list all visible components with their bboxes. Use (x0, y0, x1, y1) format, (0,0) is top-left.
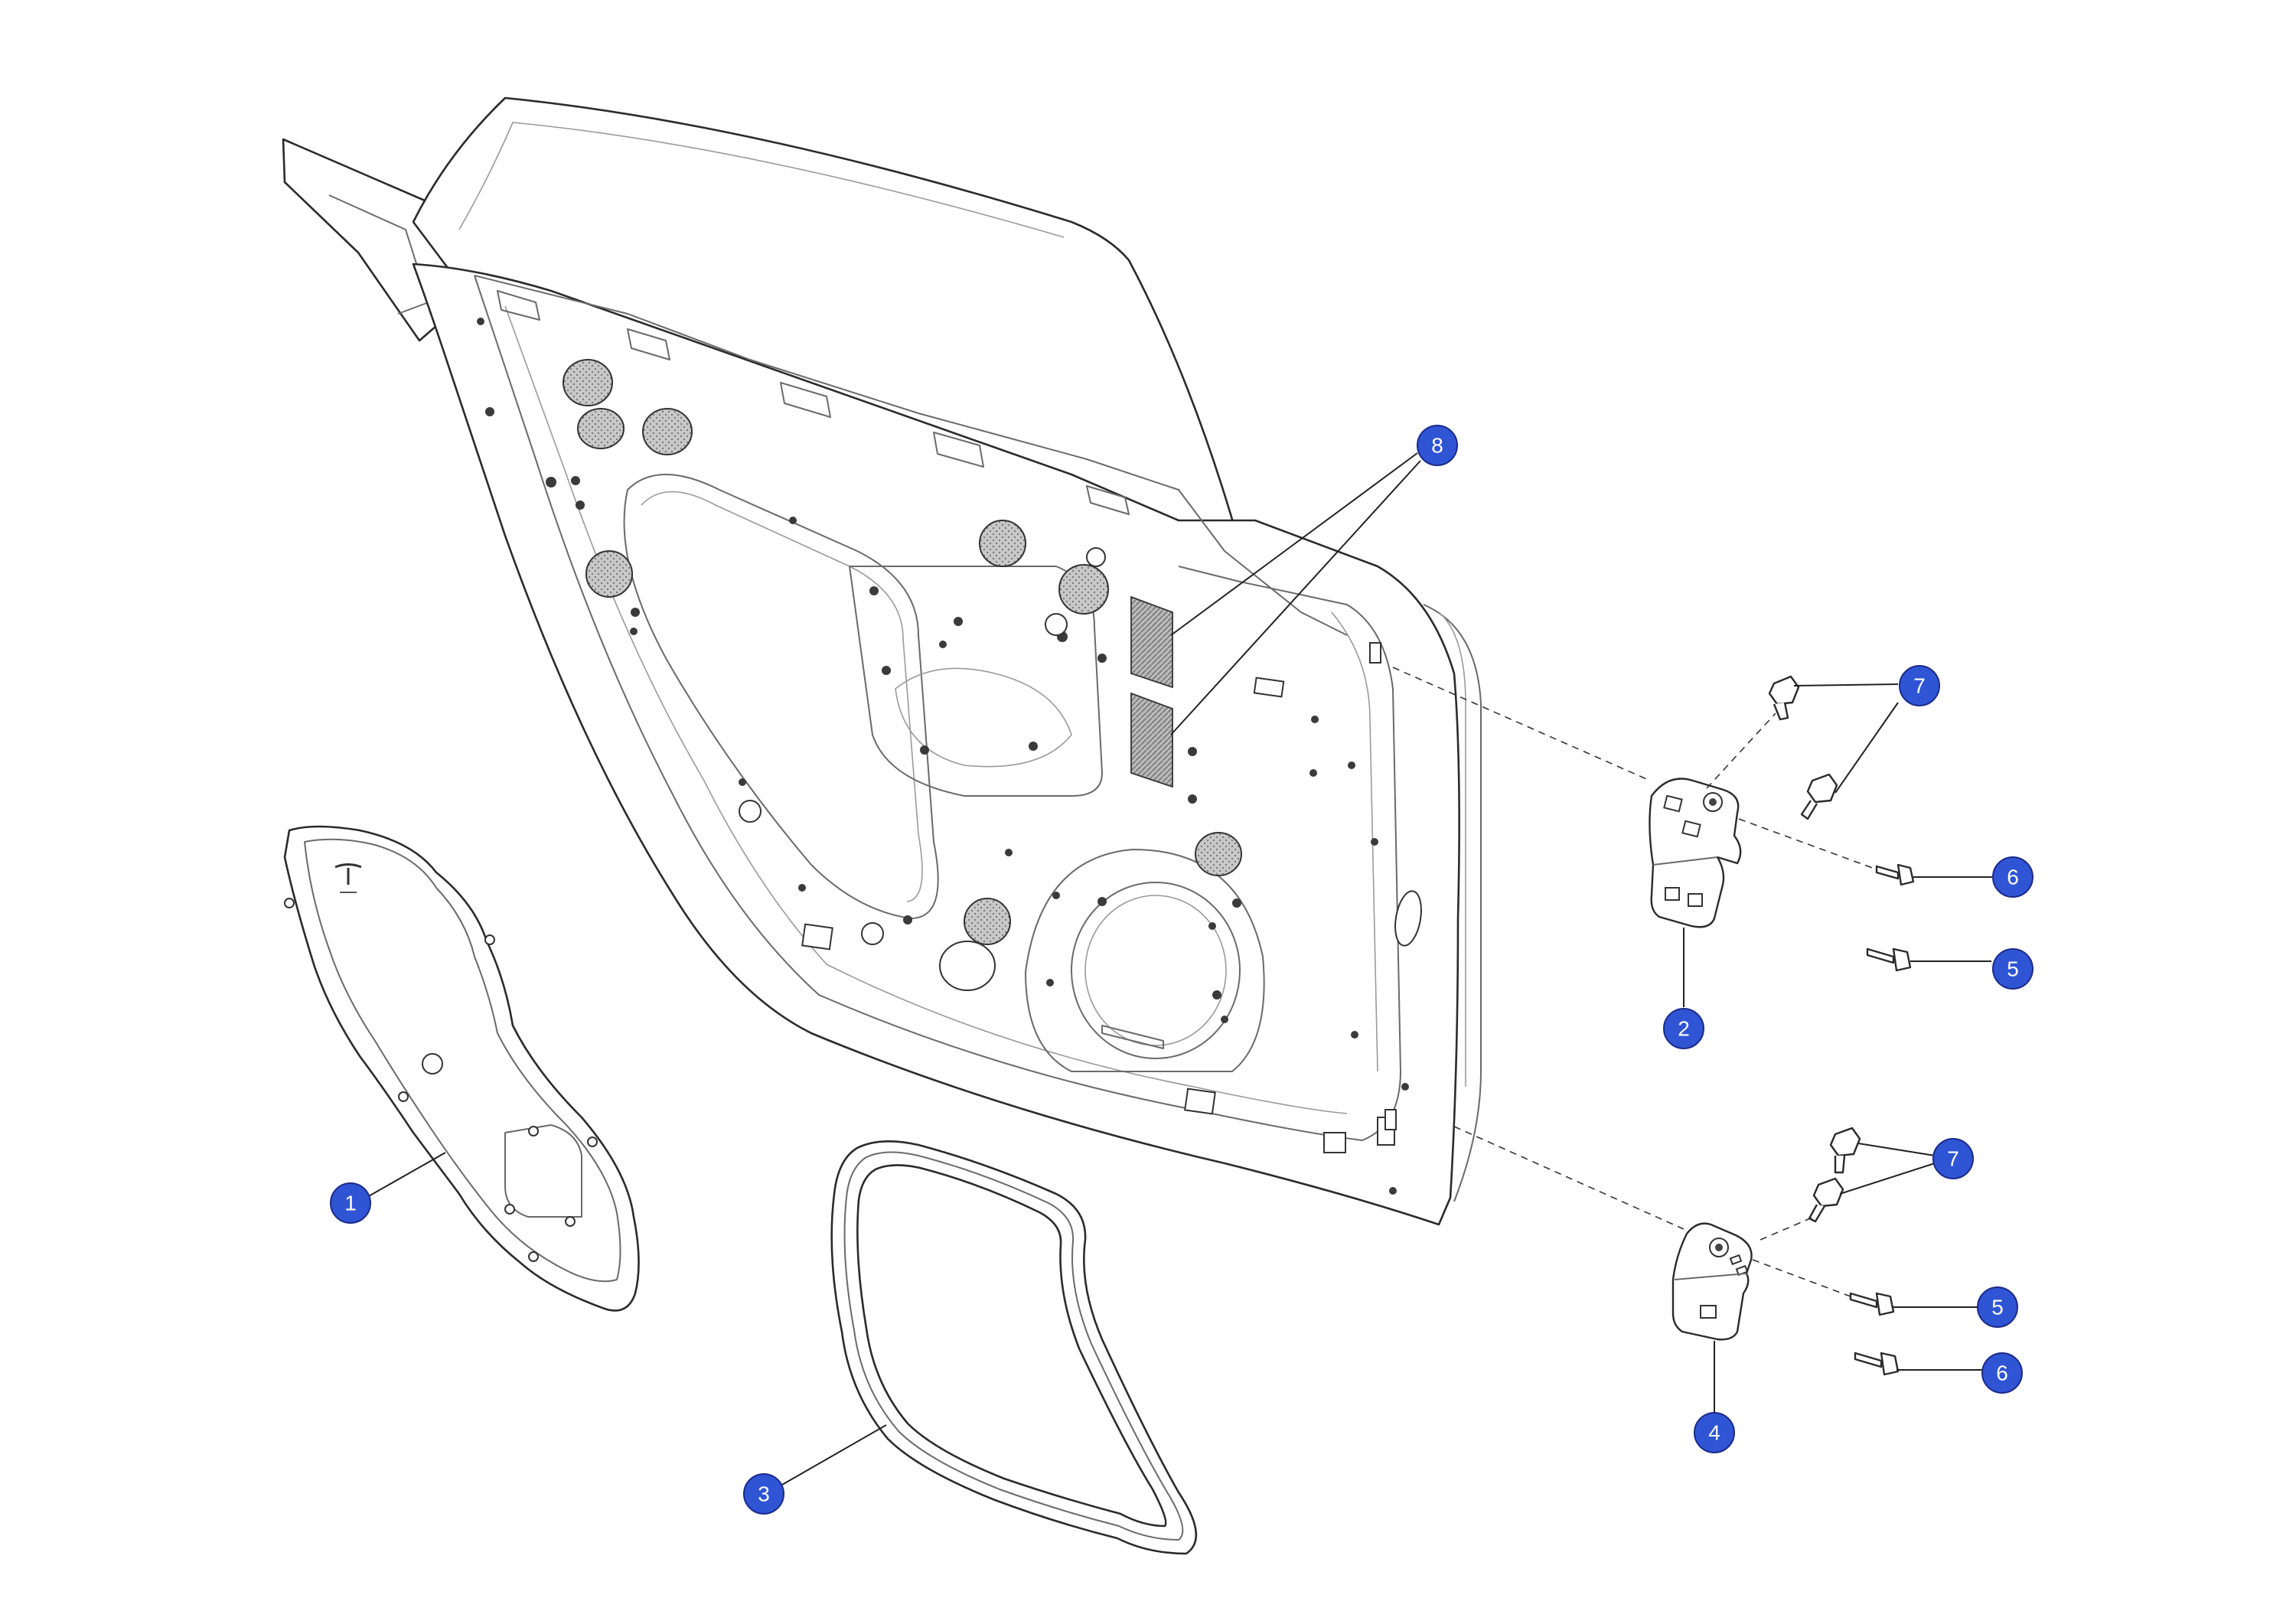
callout-label: 5 (1991, 1296, 2004, 1319)
lower-hinge-bolt-5 (1849, 1292, 1895, 1316)
callout-6a[interactable]: 6 (1992, 856, 2033, 898)
lower-hinge-nut-top (1829, 1127, 1861, 1174)
lower-hinge (1671, 1222, 1753, 1341)
callout-7a[interactable]: 7 (1899, 665, 1940, 706)
rear-door-inner-panel (282, 96, 1482, 1226)
upper-hinge (1649, 778, 1742, 928)
callout-label: 6 (2007, 866, 2019, 889)
callout-8[interactable]: 8 (1417, 425, 1458, 466)
upper-hinge-nut-top (1768, 675, 1800, 721)
inner-panel-opening (623, 474, 939, 919)
callout-5b[interactable]: 5 (1977, 1286, 2018, 1328)
lower-hinge-nut-bottom (1808, 1177, 1844, 1223)
callout-1[interactable]: 1 (330, 1182, 371, 1224)
door-seal-weatherstrip (830, 1140, 1198, 1555)
panel-holes (477, 318, 1409, 1195)
callout-label: 7 (1947, 1147, 1959, 1171)
callout-label: 2 (1678, 1017, 1690, 1041)
upper-hinge-bolt-6 (1875, 863, 1915, 886)
callout-label: 7 (1913, 674, 1926, 698)
callout-label: 8 (1431, 434, 1443, 458)
callout-label: 5 (2007, 957, 2019, 981)
callout-label: 6 (1996, 1361, 2008, 1385)
brand-logo (334, 863, 362, 893)
door-water-shield (283, 825, 640, 1312)
callout-label: 1 (344, 1192, 357, 1215)
callout-5a[interactable]: 5 (1992, 948, 2033, 990)
callout-4[interactable]: 4 (1694, 1412, 1735, 1453)
callout-label: 3 (758, 1482, 770, 1506)
lower-hinge-bolt-6 (1854, 1352, 1900, 1376)
upper-hinge-nut-bottom (1800, 773, 1838, 820)
callout-3[interactable]: 3 (743, 1473, 784, 1515)
callout-6b[interactable]: 6 (1981, 1352, 2023, 1394)
callout-2[interactable]: 2 (1663, 1008, 1704, 1049)
assembly-lines (1392, 667, 1877, 1297)
insulation-pads (1130, 595, 1173, 788)
leader-lines (367, 452, 1996, 1485)
callout-label: 4 (1708, 1421, 1720, 1445)
speaker-opening (1071, 882, 1241, 1059)
foam-plugs (563, 359, 1242, 991)
door-shell (412, 263, 1460, 1226)
callout-7b[interactable]: 7 (1932, 1138, 1974, 1179)
upper-hinge-bolt-5 (1866, 947, 1912, 972)
